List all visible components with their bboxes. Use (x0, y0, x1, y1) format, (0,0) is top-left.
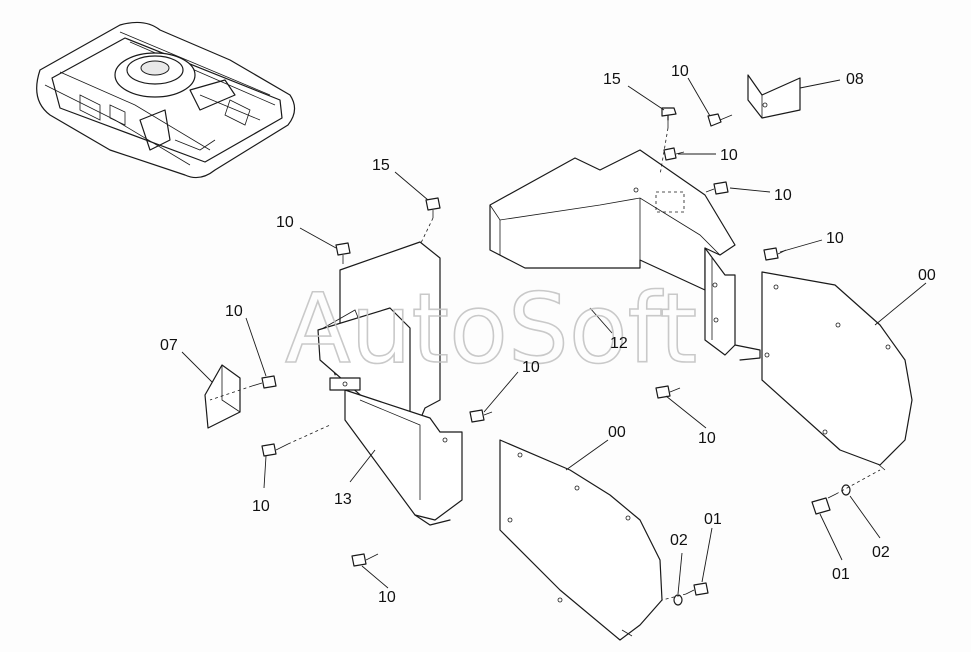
guide-line (835, 469, 881, 495)
callout-10-low-mid: 10 (698, 430, 716, 447)
callout-02-center: 02 (670, 532, 688, 549)
callout-13: 13 (334, 491, 352, 508)
undercarriage-overview-illustration (36, 21, 296, 179)
bolt-10-mid (469, 409, 493, 423)
callout-10-top: 10 (671, 63, 689, 80)
bolt-01-right (811, 493, 837, 515)
leader-lines (181, 77, 927, 595)
bolt-15-left (425, 197, 441, 218)
callout-10-r3: 10 (826, 230, 844, 247)
callout-12: 12 (610, 335, 628, 352)
callout-10-left-a: 10 (276, 214, 294, 231)
guide-line (659, 127, 669, 176)
bolt-10-low-mid (655, 385, 681, 399)
callout-10-left-b: 10 (225, 303, 243, 320)
part-12-upper-cover (489, 149, 761, 361)
callout-00-center: 00 (608, 424, 626, 441)
part-13-left-cover (317, 241, 463, 526)
bolt-01-center (685, 582, 709, 596)
part-07-bracket (204, 364, 241, 429)
bolt-10-left-b (251, 375, 277, 389)
part-00-right-plate (761, 271, 913, 471)
callout-10-r1: 10 (720, 147, 738, 164)
callout-10-left-c: 10 (252, 498, 270, 515)
callout-15-top: 15 (603, 71, 621, 88)
callout-01-center: 01 (704, 511, 722, 528)
bolt-15-top (661, 107, 677, 128)
callout-10-mid: 10 (522, 359, 540, 376)
bolt-10-r3 (763, 247, 787, 261)
part-08-bracket (747, 74, 801, 119)
callout-02-right: 02 (872, 544, 890, 561)
bolt-10-top (707, 113, 733, 127)
bolt-10-r2 (705, 181, 729, 195)
bolt-10-left-a (335, 242, 351, 264)
bolt-10-bottom (351, 553, 379, 567)
callout-15-left: 15 (372, 157, 390, 174)
callout-07: 07 (160, 337, 178, 354)
washer-02-center (673, 594, 683, 606)
guide-line (419, 217, 434, 246)
bolt-10-left-c (261, 443, 289, 457)
callout-00-right: 00 (918, 267, 936, 284)
guide-line (661, 593, 687, 601)
callout-10-bottom: 10 (378, 589, 396, 606)
guide-line (287, 424, 331, 445)
callout-01-right: 01 (832, 566, 850, 583)
guide-line (209, 385, 253, 401)
part-00-center-plate (499, 439, 663, 641)
callout-10-r2: 10 (774, 187, 792, 204)
callout-08: 08 (846, 71, 864, 88)
watermark-text: AutoSoft (285, 273, 697, 385)
bolt-10-r1 (663, 147, 685, 161)
